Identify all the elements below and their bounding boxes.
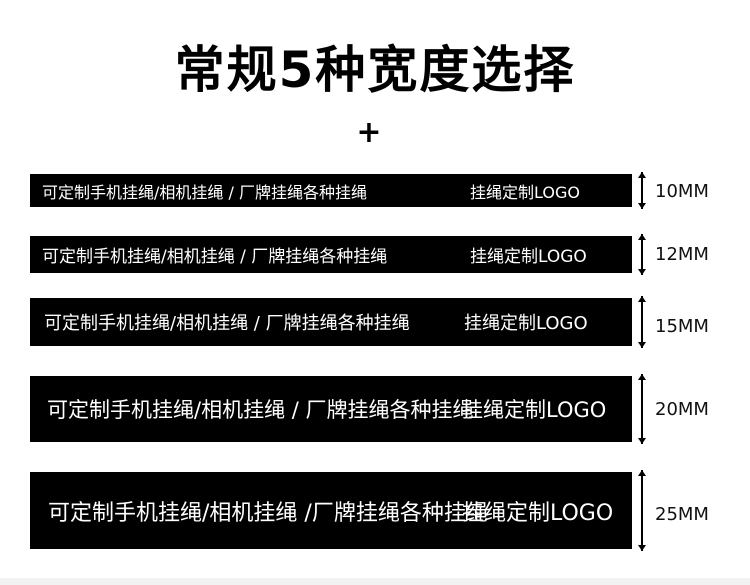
lanyard-strap-15mm: 可定制手机挂绳/相机挂绳 / 厂牌挂绳各种挂绳 挂绳定制LOGO xyxy=(30,298,632,346)
lanyard-strap-12mm: 可定制手机挂绳/相机挂绳 / 厂牌挂绳各种挂绳 挂绳定制LOGO xyxy=(30,236,632,273)
lanyard-strap-25mm: 可定制手机挂绳/相机挂绳 /厂牌挂绳各种挂绳 挂绳定制LOGO xyxy=(30,472,632,549)
width-arrow-icon xyxy=(638,374,646,444)
strap-text-right: 挂绳定制LOGO xyxy=(470,247,587,267)
width-arrow-icon xyxy=(638,296,646,348)
width-label: 20MM xyxy=(655,399,709,420)
strap-text-left: 可定制手机挂绳/相机挂绳 /厂牌挂绳各种挂绳 xyxy=(48,500,488,526)
width-label: 15MM xyxy=(655,316,709,337)
width-label: 10MM xyxy=(655,181,709,202)
lanyard-strap-20mm: 可定制手机挂绳/相机挂绳 / 厂牌挂绳各种挂绳 挂绳定制LOGO xyxy=(30,376,632,442)
width-arrow-icon xyxy=(638,234,646,275)
plus-sign: + xyxy=(356,115,382,150)
bottom-divider xyxy=(0,578,750,585)
strap-text-right: 挂绳定制LOGO xyxy=(470,182,580,202)
strap-text-left: 可定制手机挂绳/相机挂绳 / 厂牌挂绳各种挂绳 xyxy=(47,398,474,422)
strap-text-right: 挂绳定制LOGO xyxy=(462,398,607,422)
page-title: 常规5种宽度选择 xyxy=(174,41,576,99)
strap-text-left: 可定制手机挂绳/相机挂绳 / 厂牌挂绳各种挂绳 xyxy=(42,247,388,267)
lanyard-strap-10mm: 可定制手机挂绳/相机挂绳 / 厂牌挂绳各种挂绳 挂绳定制LOGO xyxy=(30,174,632,207)
strap-text-left: 可定制手机挂绳/相机挂绳 / 厂牌挂绳各种挂绳 xyxy=(44,313,410,334)
strap-text-right: 挂绳定制LOGO xyxy=(462,500,614,526)
strap-text-right: 挂绳定制LOGO xyxy=(464,313,588,334)
strap-text-left: 可定制手机挂绳/相机挂绳 / 厂牌挂绳各种挂绳 xyxy=(42,182,367,202)
width-arrow-icon xyxy=(638,172,646,209)
width-arrow-icon xyxy=(638,470,646,551)
width-label: 25MM xyxy=(655,504,709,525)
width-label: 12MM xyxy=(655,244,709,265)
